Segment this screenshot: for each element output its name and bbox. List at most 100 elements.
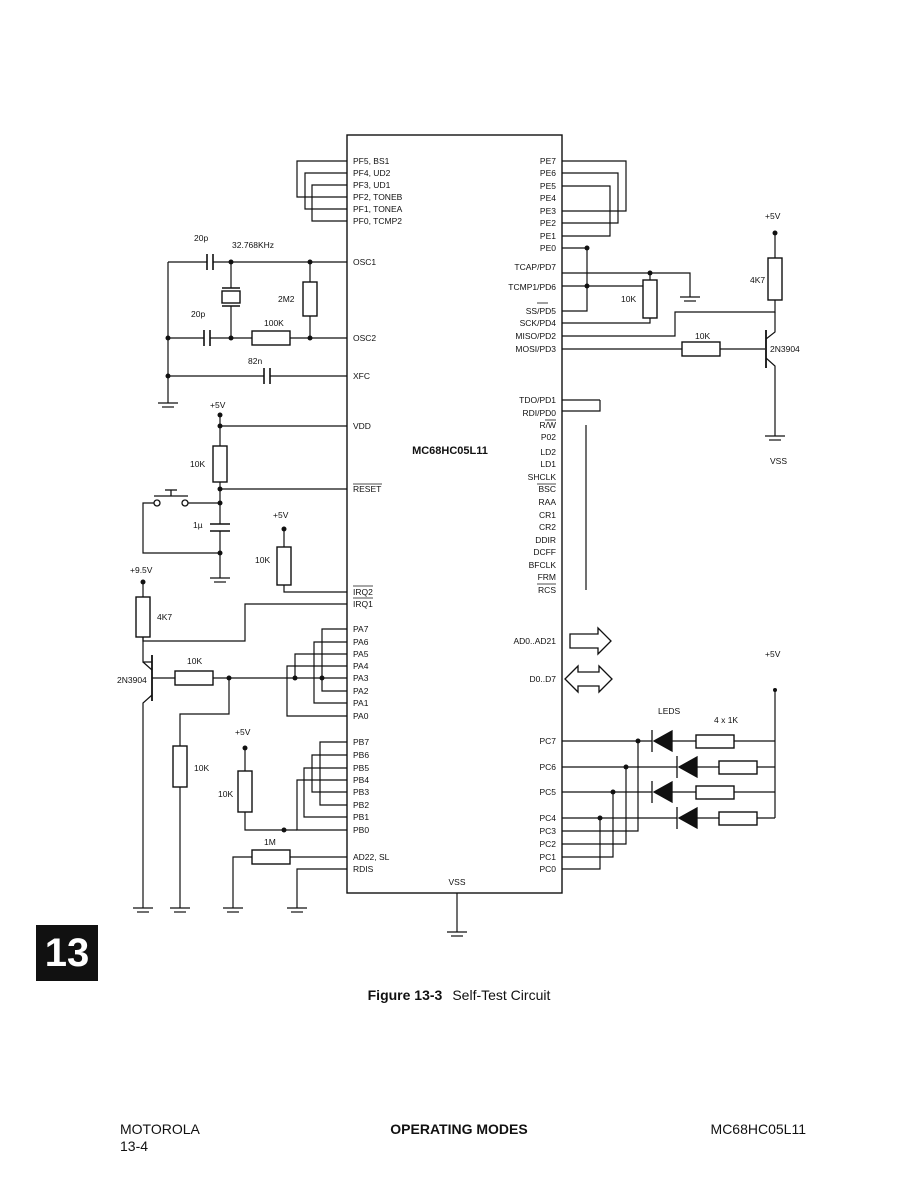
footer-publisher: MOTOROLA [120, 1121, 200, 1137]
label-q-left: 2N3904 [117, 675, 147, 685]
r-led-4 [718, 811, 758, 826]
pin-pc6: PC6 [539, 762, 556, 772]
pin-pb4: PB4 [353, 775, 369, 785]
r-4k7-left [135, 596, 151, 638]
pin-pc3: PC3 [539, 826, 556, 836]
label-r-tcmp: 10K [621, 294, 636, 304]
pin-p02: P02 [541, 432, 556, 442]
pin-d: D0..D7 [530, 674, 557, 684]
pin-pe1: PE1 [540, 231, 556, 241]
r-4k7-right [767, 257, 783, 301]
oscillator-network: 20p 32.768KHz 20p 100K 2M2 82n [158, 233, 347, 408]
label-r-osc2: 100K [264, 318, 284, 328]
address-bus-arrow [569, 626, 612, 656]
label-r-1m: 1M [264, 837, 276, 847]
pin-dcff: DCFF [533, 547, 556, 557]
pin-pf1: PF1, TONEA [353, 204, 403, 214]
pin-irq1: IRQ1 [353, 599, 373, 609]
pf-pe-loopback-wiring [296, 160, 627, 237]
pin-pa7: PA7 [353, 624, 369, 634]
pin-shclk: SHCLK [528, 472, 557, 482]
active-low-overbars [353, 302, 556, 599]
pin-pf2: PF2, TONEB [353, 192, 403, 202]
pin-osc2: OSC2 [353, 333, 376, 343]
footer-device-name: MC68HC05L11 [710, 1121, 806, 1137]
pin-bfclk: BFCLK [529, 560, 557, 570]
pin-frm: FRM [538, 572, 556, 582]
label-c-reset: 1µ [193, 520, 203, 530]
r-100k-osc [251, 330, 291, 346]
pin-pb5: PB5 [353, 763, 369, 773]
pin-pf5: PF5, BS1 [353, 156, 390, 166]
led-1 [652, 729, 673, 753]
label-led-supply: +5V [765, 649, 781, 659]
label-r-irq: 10K [255, 555, 270, 565]
led-2 [677, 755, 698, 779]
pin-rdis: RDIS [353, 864, 374, 874]
chapter-tab: 13 [36, 925, 98, 981]
pin-bsc: BSC [539, 484, 556, 494]
pin-vdd: VDD [353, 421, 371, 431]
label-r-4k7-right: 4K7 [750, 275, 765, 285]
label-supply-right: +5V [765, 211, 781, 221]
pin-pc4: PC4 [539, 813, 556, 823]
r-pulldown-left [172, 745, 188, 788]
pin-osc1: OSC1 [353, 257, 376, 267]
pin-pc0: PC0 [539, 864, 556, 874]
pin-pf3: PF3, UD1 [353, 180, 391, 190]
pin-miso: MISO/PD2 [515, 331, 556, 341]
reset-pushbutton [153, 489, 189, 507]
r-irq [276, 546, 292, 586]
pin-tdo: TDO/PD1 [519, 395, 556, 405]
data-bus-arrow [564, 664, 613, 694]
pin-pc7: PC7 [539, 736, 556, 746]
pin-pb6: PB6 [353, 750, 369, 760]
pin-raa: RAA [539, 497, 557, 507]
pin-pe7: PE7 [540, 156, 556, 166]
pin-pc2: PC2 [539, 839, 556, 849]
figure-caption: Figure 13-3 Self-Test Circuit [0, 987, 918, 1003]
r-led-2 [718, 760, 758, 775]
label-irq-supply: +5V [273, 510, 289, 520]
pin-cr2: CR2 [539, 522, 556, 532]
pb-network: +5V 10K 1M [218, 727, 467, 937]
pin-reset: RESET [353, 484, 381, 494]
pin-pb7: PB7 [353, 737, 369, 747]
pin-mosi: MOSI/PD3 [515, 344, 556, 354]
pin-pb0: PB0 [353, 825, 369, 835]
led-3 [652, 780, 673, 804]
pin-xfc: XFC [353, 371, 370, 381]
pin-pa4: PA4 [353, 661, 369, 671]
pin-vss: VSS [448, 877, 465, 887]
led-4 [677, 806, 698, 830]
pin-pf4: PF4, UD2 [353, 168, 391, 178]
chip-name: MC68HC05L11 [412, 445, 488, 457]
footer-page-number: 13-4 [120, 1138, 149, 1154]
label-r-2m2: 2M2 [278, 294, 295, 304]
pin-pe2: PE2 [540, 218, 556, 228]
pin-pa3: PA3 [353, 673, 369, 683]
pin-pb3: PB3 [353, 787, 369, 797]
label-r-4k7-left: 4K7 [157, 612, 172, 622]
figure-title: Self-Test Circuit [452, 987, 551, 1003]
pin-cr1: CR1 [539, 510, 556, 520]
pin-pe4: PE4 [540, 193, 556, 203]
led-network: LEDS 4 x 1K +5V [562, 649, 781, 870]
r-1m [251, 849, 291, 865]
pin-tcap: TCAP/PD7 [514, 262, 556, 272]
ground-symbol-osc [158, 402, 178, 408]
pin-ss: SS/PD5 [526, 306, 557, 316]
label-crystal: 32.768KHz [232, 240, 274, 250]
label-r-reset: 10K [190, 459, 205, 469]
pin-ld2: LD2 [540, 447, 556, 457]
pin-pe3: PE3 [540, 206, 556, 216]
r-led-3 [695, 785, 735, 800]
pin-rw: R/W [539, 420, 556, 430]
bus-arrows [564, 626, 613, 694]
figure-number: Figure 13-3 [367, 987, 443, 1003]
irq-network: +5V 10K [142, 510, 347, 642]
r-tcmp [642, 279, 658, 319]
r-led-1 [695, 734, 735, 749]
